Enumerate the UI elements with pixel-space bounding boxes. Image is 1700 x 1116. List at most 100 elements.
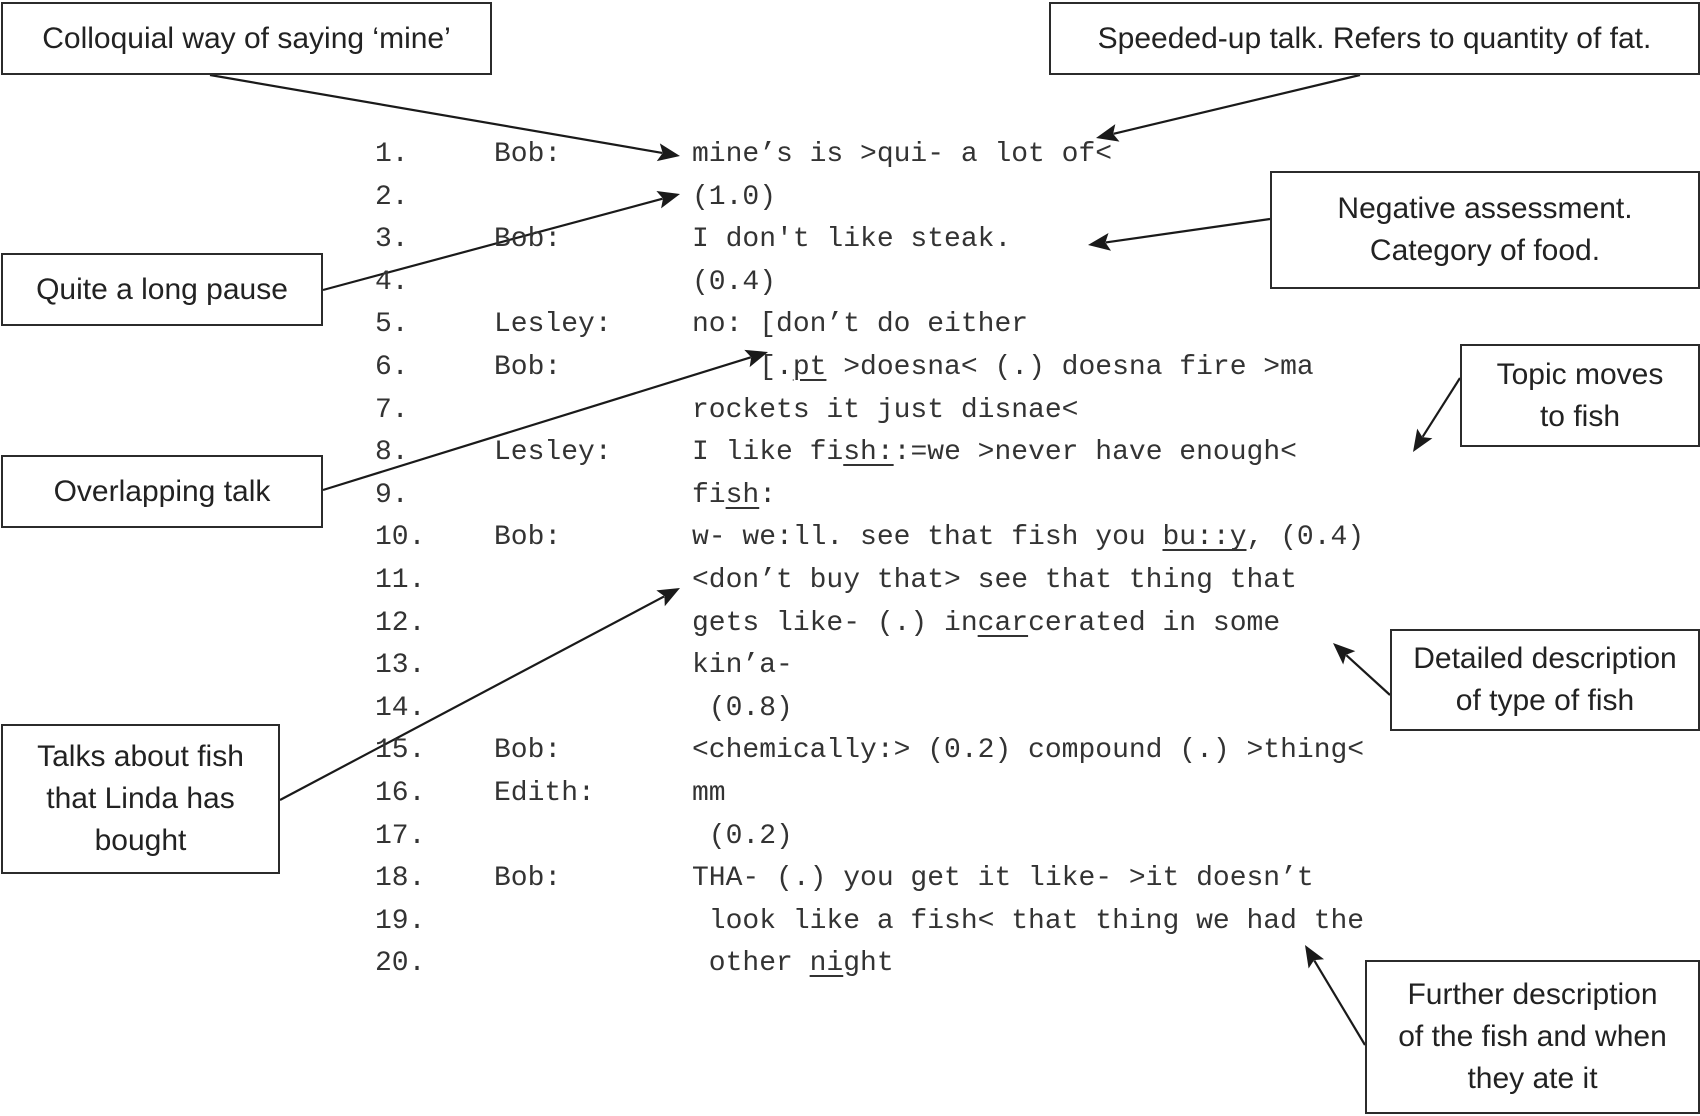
arrow-shaft: [279, 595, 665, 801]
line-number: 13.: [375, 650, 426, 682]
utterance: no: [don’t do either: [692, 304, 1028, 346]
utterance-segment: (0.4): [692, 266, 777, 298]
line-number: 19.: [375, 905, 426, 937]
utterance: look like a fish< that thing we had the: [692, 901, 1364, 943]
utterance: mm: [692, 773, 726, 815]
utterance: kin’a-: [692, 645, 793, 687]
line-number: 14.: [375, 692, 426, 724]
line-number: 16.: [375, 778, 426, 809]
speaker-label: Bob:: [494, 139, 562, 170]
utterance-segment: kin’a-: [692, 650, 793, 682]
speaker-label: Edith:: [494, 778, 595, 809]
utterance: (1.0): [692, 177, 776, 219]
arrow-colloquial: [209, 73, 680, 162]
utterance: (0.2): [692, 816, 793, 858]
callout-text: Talks about fish that Linda has bought: [37, 740, 244, 857]
arrow-shaft: [1421, 377, 1461, 438]
utterance-segment: no: [don’t do either: [692, 309, 1029, 341]
arrow-detailed: [1333, 643, 1391, 696]
speaker-label: Bob:: [494, 863, 562, 895]
arrow-shaft: [1345, 654, 1391, 696]
callout-topic-moves: Topic moves to fish: [1460, 344, 1700, 447]
line-number: 18.: [375, 863, 426, 895]
arrowhead-icon: [656, 143, 680, 162]
utterance-segment: (0.2): [692, 820, 793, 852]
arrow-linda-fish: [279, 588, 680, 801]
utterance: other night: [692, 943, 894, 985]
speaker-label: Lesley:: [494, 309, 612, 341]
line-number: 11.: [375, 565, 426, 596]
utterance-segment: (1.0): [692, 181, 777, 213]
utterance-segment: fi: [692, 479, 726, 511]
arrowhead-icon: [1413, 428, 1433, 452]
stressed-segment: sh:: [843, 437, 894, 469]
arrow-topic-fish: [1413, 377, 1461, 452]
utterance: I don't like steak.: [692, 219, 1011, 261]
callout-negative-assessment: Negative assessment. Category of food.: [1270, 171, 1700, 289]
callout-further-description: Further description of the fish and when…: [1365, 960, 1700, 1114]
utterance: rockets it just disnae<: [692, 390, 1078, 432]
callout-linda-fish: Talks about fish that Linda has bought: [1, 724, 280, 874]
utterance: (0.4): [692, 262, 776, 304]
utterance: <chemically:> (0.2) compound (.) >thing<: [692, 730, 1364, 772]
arrow-shaft: [1105, 217, 1271, 244]
utterance-segment: other: [692, 948, 810, 980]
callout-long-pause: Quite a long pause: [1, 253, 323, 326]
utterance: <don’t buy that> see that thing that: [692, 560, 1297, 602]
line-number: 15.: [375, 735, 426, 767]
callout-text: Topic moves to fish: [1496, 357, 1664, 433]
line-number: 17.: [375, 820, 426, 852]
callout-text: Speeded-up talk. Refers to quantity of f…: [1097, 21, 1652, 55]
utterance-segment: ght: [843, 948, 894, 980]
stressed-segment: car: [977, 607, 1029, 639]
line-number: 5.: [375, 309, 409, 341]
utterance-segment: I don't like steak.: [692, 224, 1012, 256]
utterance: fish:: [692, 475, 776, 517]
callout-overlapping-talk: Overlapping talk: [1, 455, 323, 528]
line-number: 2.: [375, 181, 409, 213]
line-number: 6.: [375, 352, 409, 383]
arrow-further: [1305, 945, 1366, 1046]
line-number: 4.: [375, 266, 409, 298]
arrowhead-icon: [656, 191, 680, 209]
callout-text: Colloquial way of saying ‘mine’: [42, 21, 451, 55]
line-number: 20.: [375, 948, 426, 980]
stressed-segment: ni: [809, 948, 844, 980]
callout-text: Quite a long pause: [36, 272, 288, 306]
utterance-segment: <don’t buy that> see that thing that: [692, 565, 1297, 596]
utterance-segment: I like fi: [692, 437, 844, 469]
utterance: I like fish::=we >never have enough<: [692, 432, 1297, 474]
arrow-shaft: [322, 197, 663, 292]
line-number: 3.: [375, 224, 409, 256]
utterance-segment: <chemically:> (0.2) compound (.) >thing<: [692, 735, 1365, 767]
arrow-negative: [1088, 217, 1271, 251]
utterance-segment: (0.8): [692, 692, 793, 724]
speaker-label: Bob:: [494, 352, 562, 383]
utterance-segment: THA- (.) you get it like- >it doesn’t: [692, 863, 1314, 895]
arrowhead-icon: [656, 588, 680, 607]
stressed-segment: bu::y: [1162, 522, 1247, 554]
line-number: 7.: [375, 394, 409, 426]
arrow-speeded-up: [1096, 73, 1361, 142]
utterance-segment: rockets it just disnae<: [692, 394, 1079, 426]
arrowhead-icon: [1088, 232, 1112, 251]
arrowhead-icon: [1333, 643, 1356, 665]
callout-colloquial: Colloquial way of saying ‘mine’: [1, 2, 492, 75]
speaker-label: Bob:: [494, 522, 562, 554]
utterance: gets like- (.) incarcerated in some: [692, 603, 1280, 645]
utterance-segment: >doesna< (.) doesna fire >ma: [826, 352, 1314, 383]
speaker-label: Lesley:: [494, 437, 612, 469]
callout-text: Detailed description of type of fish: [1413, 642, 1677, 717]
line-number: 9.: [375, 479, 409, 511]
callout-text: Overlapping talk: [53, 474, 271, 508]
line-number: 8.: [375, 437, 409, 469]
callout-text: Negative assessment. Category of food.: [1337, 192, 1633, 267]
line-number: 12.: [375, 607, 426, 639]
utterance: w- we:ll. see that fish you bu::y, (0.4): [692, 517, 1364, 559]
utterance-segment: [.: [692, 352, 793, 383]
utterance-segment: look like a fish< that thing we had the: [692, 905, 1365, 937]
callout-text: Further description of the fish and when…: [1398, 978, 1667, 1095]
arrow-shaft: [1113, 73, 1361, 135]
utterance-segment: :=we >never have enough<: [893, 437, 1297, 469]
arrow-shaft: [1313, 959, 1366, 1046]
